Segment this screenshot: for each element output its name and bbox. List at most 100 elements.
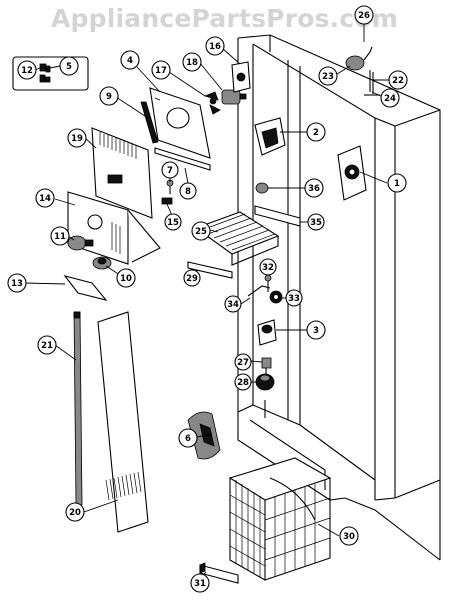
callout-7: 7 <box>161 161 179 179</box>
callout-35-label: 35 <box>310 218 322 228</box>
callout-30: 30 <box>339 526 359 546</box>
callout-33-label: 33 <box>288 294 300 304</box>
callout-22-label: 22 <box>392 76 404 86</box>
callout-36-label: 36 <box>308 184 320 194</box>
callout-19-label: 19 <box>71 134 83 144</box>
part-20-panel <box>97 311 149 533</box>
callout-32-label: 32 <box>262 263 274 273</box>
callout-16: 16 <box>205 36 225 56</box>
callout-3-label: 3 <box>313 326 319 336</box>
callout-9: 9 <box>99 86 119 106</box>
callout-10-label: 10 <box>120 274 132 284</box>
callout-36: 36 <box>304 178 324 198</box>
callout-17-label: 17 <box>155 66 167 76</box>
callout-4: 4 <box>120 50 140 70</box>
callout-28: 28 <box>234 373 252 391</box>
callout-14-label: 14 <box>39 194 51 204</box>
part-15-clip <box>161 197 173 205</box>
callout-1: 1 <box>387 173 407 193</box>
callout-8-label: 8 <box>185 187 191 197</box>
callout-4-label: 4 <box>127 56 133 66</box>
part-2-bracket <box>254 117 286 156</box>
callout-13-label: 13 <box>11 279 23 289</box>
callout-27-label: 27 <box>237 358 249 368</box>
watermark: AppliancePartsPros.com <box>50 4 399 33</box>
part-22-24-tubes <box>364 70 380 96</box>
callout-21-label: 21 <box>41 341 53 351</box>
part-33-nut <box>269 290 283 304</box>
callout-29-label: 29 <box>186 274 198 284</box>
callout-11-label: 11 <box>54 232 66 242</box>
callout-31: 31 <box>190 573 210 593</box>
callout-5: 5 <box>59 56 79 76</box>
part-10-socket <box>92 256 112 270</box>
callout-10: 10 <box>116 268 136 288</box>
part-30-basket <box>228 457 332 581</box>
part-26-damper <box>345 46 373 71</box>
callout-16-label: 16 <box>209 42 221 52</box>
callout-30-label: 30 <box>343 532 355 542</box>
callout-32: 32 <box>259 258 277 276</box>
part-32-screw <box>264 274 272 292</box>
callout-13: 13 <box>7 273 27 293</box>
callout-34-label: 34 <box>227 300 239 310</box>
callout-23: 23 <box>318 66 338 86</box>
part-34-wire <box>247 285 271 297</box>
callout-18-label: 18 <box>186 58 198 68</box>
callout-19: 19 <box>67 128 87 148</box>
callout-9-label: 9 <box>106 92 112 102</box>
callout-25-label: 25 <box>195 227 207 237</box>
callout-7-label: 7 <box>167 166 173 176</box>
callout-26-label: 26 <box>358 11 370 21</box>
part-28-knob <box>255 373 275 391</box>
part-8-rail <box>154 147 211 171</box>
callout-21: 21 <box>37 335 57 355</box>
part-18-fan-motor <box>221 89 247 105</box>
part-29-shelf-front <box>187 261 233 279</box>
part-13-light-shield <box>63 275 108 301</box>
callout-24: 24 <box>380 88 400 108</box>
callout-22: 22 <box>388 70 408 90</box>
part-3-cup <box>257 319 277 346</box>
callout-27: 27 <box>234 353 252 371</box>
part-7-screw <box>166 179 174 194</box>
part-31-basket-front <box>199 562 239 584</box>
callout-6-label: 6 <box>185 434 191 444</box>
part-36-grommet <box>255 182 269 194</box>
callout-1-label: 1 <box>394 179 400 189</box>
callout-11: 11 <box>50 226 70 246</box>
part-27-plug <box>261 357 272 374</box>
callout-20-label: 20 <box>69 508 81 518</box>
callout-33: 33 <box>285 289 303 307</box>
callout-6: 6 <box>178 428 198 448</box>
callout-25: 25 <box>191 221 211 241</box>
part-1-fan-housing <box>337 145 367 201</box>
part-16-motor-bracket <box>231 61 251 93</box>
part-21-trim-strip <box>73 311 83 506</box>
part-12-5-clips <box>12 56 89 91</box>
callout-20: 20 <box>65 502 85 522</box>
callout-14: 14 <box>35 188 55 208</box>
callout-18: 18 <box>182 52 202 72</box>
callout-34: 34 <box>224 295 242 313</box>
callout-12: 12 <box>17 60 37 80</box>
callout-26: 26 <box>354 5 374 25</box>
part-35-rail <box>254 205 301 227</box>
callout-23-label: 23 <box>322 72 334 82</box>
callout-31-label: 31 <box>194 579 206 589</box>
callout-2-label: 2 <box>313 128 319 138</box>
callout-15-label: 15 <box>167 218 179 228</box>
callout-24-label: 24 <box>384 94 396 104</box>
callout-5-label: 5 <box>66 62 72 72</box>
part-19-back-panel <box>91 127 153 219</box>
callout-15: 15 <box>164 213 182 231</box>
callout-2: 2 <box>306 122 326 142</box>
part-9-strip <box>140 101 159 144</box>
part-4-evaporator-cover <box>149 87 211 159</box>
callout-35: 35 <box>307 213 325 231</box>
part-17-fan-blade <box>203 91 221 115</box>
part-25-shelf <box>194 211 280 266</box>
callout-29: 29 <box>183 269 201 287</box>
callout-3: 3 <box>306 320 326 340</box>
